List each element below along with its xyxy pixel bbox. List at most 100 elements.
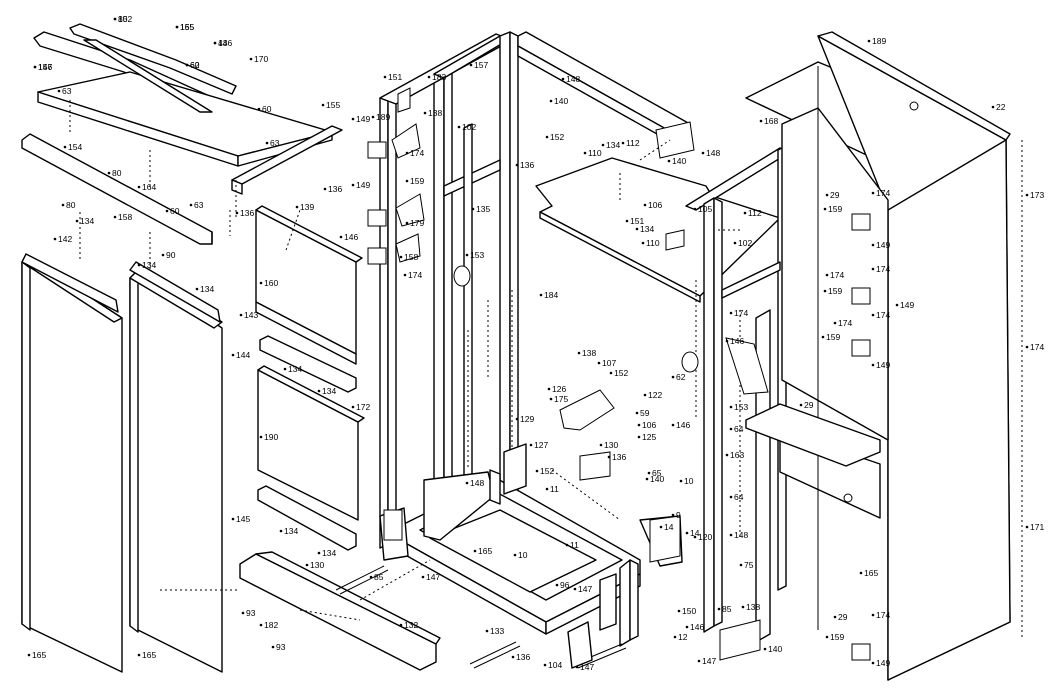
- part-callout-130: 130: [310, 560, 324, 570]
- callout-dot: [405, 221, 409, 225]
- callout-dot: [231, 517, 235, 521]
- part-callout-90: 90: [166, 250, 176, 260]
- part-callout-184: 184: [544, 290, 558, 300]
- part-callout-160: 160: [264, 278, 278, 288]
- part-callout-165: 165: [864, 568, 878, 578]
- callout-dot: [895, 303, 899, 307]
- callout-dot: [457, 125, 461, 129]
- callout-dot: [321, 103, 325, 107]
- part-callout-127: 127: [534, 440, 548, 450]
- callout-dot: [53, 237, 57, 241]
- part-callout-60: 60: [190, 60, 200, 70]
- callout-dot: [543, 663, 547, 667]
- callout-dot: [825, 635, 829, 639]
- part-callout-154: 154: [68, 142, 82, 152]
- part-callout-152: 152: [550, 132, 564, 142]
- middle-panels: [239, 205, 441, 671]
- callout-dot: [113, 215, 117, 219]
- callout-dot: [717, 607, 721, 611]
- callout-dot: [561, 77, 565, 81]
- part-callout-146: 146: [676, 420, 690, 430]
- part-callout-63: 63: [62, 86, 72, 96]
- part-callout-64: 64: [734, 492, 744, 502]
- callout-dot: [239, 313, 243, 317]
- part-callout-159: 159: [410, 176, 424, 186]
- callout-dot: [259, 435, 263, 439]
- part-callout-10: 10: [518, 550, 528, 560]
- part-callout-60: 60: [262, 104, 272, 114]
- callout-dot: [545, 487, 549, 491]
- part-callout-110: 110: [646, 238, 660, 248]
- callout-dot: [625, 219, 629, 223]
- part-callout-96: 96: [560, 580, 570, 590]
- part-callout-60: 60: [170, 206, 180, 216]
- callout-dot: [667, 159, 671, 163]
- callout-dot: [833, 615, 837, 619]
- part-callout-165: 165: [478, 546, 492, 556]
- callout-dot: [545, 135, 549, 139]
- part-callout-163: 163: [730, 450, 744, 460]
- callout-dot: [137, 263, 141, 267]
- callout-dot: [465, 481, 469, 485]
- part-callout-174: 174: [408, 270, 422, 280]
- part-callout-174: 174: [1030, 342, 1044, 352]
- callout-dot: [317, 551, 321, 555]
- part-callout-9: 9: [676, 510, 681, 520]
- part-callout-171: 171: [1030, 522, 1044, 532]
- callout-dot: [371, 115, 375, 119]
- callout-dot: [763, 647, 767, 651]
- part-callout-146: 146: [730, 336, 744, 346]
- shelf-panels: [517, 31, 781, 303]
- callout-dot: [867, 39, 871, 43]
- callout-dot: [259, 623, 263, 627]
- part-callout-80: 80: [66, 200, 76, 210]
- callout-dot: [137, 185, 141, 189]
- part-callout-120: 120: [698, 532, 712, 542]
- callout-dot: [27, 653, 31, 657]
- callout-dot: [351, 117, 355, 121]
- part-callout-136: 136: [328, 184, 342, 194]
- callout-dot: [671, 513, 675, 517]
- callout-dot: [607, 455, 611, 459]
- part-callout-174: 174: [876, 310, 890, 320]
- part-callout-106: 106: [642, 420, 656, 430]
- callout-dot: [405, 179, 409, 183]
- part-callout-159: 159: [828, 286, 842, 296]
- callout-dot: [535, 469, 539, 473]
- part-callout-148: 148: [706, 148, 720, 158]
- callout-dot: [1025, 525, 1029, 529]
- part-callout-168: 168: [764, 116, 778, 126]
- part-callout-179: 179: [410, 218, 424, 228]
- part-callout-122: 122: [648, 390, 662, 400]
- callout-dot: [597, 361, 601, 365]
- callout-dot: [825, 193, 829, 197]
- callout-dot: [61, 203, 65, 207]
- callout-dot: [743, 211, 747, 215]
- part-callout-183: 183: [432, 72, 446, 82]
- part-callout-189: 189: [376, 112, 390, 122]
- part-callout-149: 149: [876, 240, 890, 250]
- part-callout-134: 134: [80, 216, 94, 226]
- callout-dot: [725, 453, 729, 457]
- part-callout-29: 29: [804, 400, 814, 410]
- callout-dot: [471, 207, 475, 211]
- part-callout-136: 136: [218, 38, 232, 48]
- part-callout-147: 147: [580, 662, 594, 672]
- part-callout-155: 155: [326, 100, 340, 110]
- callout-dot: [295, 205, 299, 209]
- part-callout-155: 155: [180, 22, 194, 32]
- callout-dot: [577, 351, 581, 355]
- callout-dot: [351, 405, 355, 409]
- part-callout-151: 151: [388, 72, 402, 82]
- part-callout-44: 44: [218, 38, 228, 48]
- part-callout-102: 102: [462, 122, 476, 132]
- part-callout-164: 164: [142, 182, 156, 192]
- part-callout-182: 182: [264, 620, 278, 630]
- part-callout-157: 157: [474, 60, 488, 70]
- part-callout-158: 158: [404, 252, 418, 262]
- callout-dot: [75, 219, 79, 223]
- part-callout-142: 142: [58, 234, 72, 244]
- callout-dot: [871, 267, 875, 271]
- callout-dot: [403, 273, 407, 277]
